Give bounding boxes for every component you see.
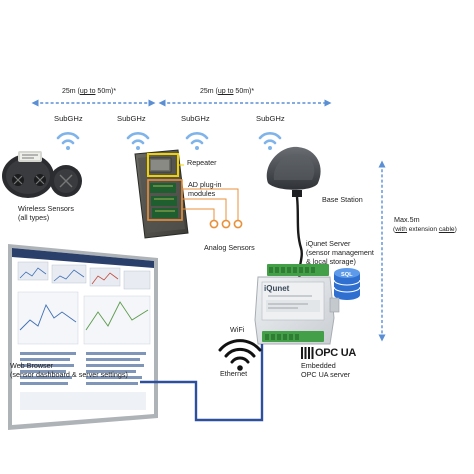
wifi-signal-icon xyxy=(56,132,282,150)
extension-cable-label: (with extension cable) xyxy=(393,226,457,233)
sql-label: SQL xyxy=(341,272,353,278)
subghz-label-2: SubGHz xyxy=(117,114,146,123)
max-length-label: Max.5m xyxy=(394,215,420,224)
base-station-icon xyxy=(266,146,321,281)
subghz-label-4: SubGHz xyxy=(256,114,285,123)
analog-sensors-label: Analog Sensors xyxy=(204,243,255,252)
repeater-label: Repeater xyxy=(187,158,217,167)
wireless-sensors-icon xyxy=(2,151,82,198)
repeater-icon xyxy=(134,149,189,239)
wireless-sensors-label: Wireless Sensors xyxy=(18,204,74,213)
device-brand-label: iQunet xyxy=(264,284,290,293)
sql-database-icon xyxy=(333,268,361,300)
analog-sensor-connectors xyxy=(209,219,243,229)
distance-label-1: 25m (up to 50m)* xyxy=(62,88,117,95)
repeater-callout-lines xyxy=(178,164,239,220)
ethernet-label: Ethernet xyxy=(220,369,248,378)
web-browser-sublabel: (sensor dashboard & server settings) xyxy=(10,370,128,379)
opc-ua-logo-text: OPC UA xyxy=(315,347,356,359)
iqunet-server-sublabel-1: (sensor management xyxy=(306,248,374,257)
dashboard-thumbnail-widgets xyxy=(17,261,151,410)
ad-plugin-label: AD plug-in xyxy=(188,180,222,189)
wifi-label: WiFi xyxy=(230,325,245,334)
distance-label-2: 25m (up to 50m)* xyxy=(200,88,255,95)
subghz-label-1: SubGHz xyxy=(54,114,83,123)
embedded-sublabel: OPC UA server xyxy=(301,370,351,379)
opc-ua-logo xyxy=(301,347,314,359)
ethernet-cable xyxy=(140,344,264,422)
iqunet-server-device xyxy=(254,264,340,345)
subghz-label-3: SubGHz xyxy=(181,114,210,123)
web-browser-display xyxy=(8,244,158,430)
wifi-icon xyxy=(218,339,262,371)
modules-label: modules xyxy=(188,189,216,198)
iqunet-server-sublabel-2: & local storage) xyxy=(306,257,356,266)
base-station-label: Base Station xyxy=(322,195,363,204)
iqunet-server-label: iQunet Server xyxy=(306,239,351,248)
web-browser-label: Web Browser xyxy=(10,361,54,370)
wireless-sensors-sublabel: (all types) xyxy=(18,213,50,222)
embedded-label: Embedded xyxy=(301,361,336,370)
